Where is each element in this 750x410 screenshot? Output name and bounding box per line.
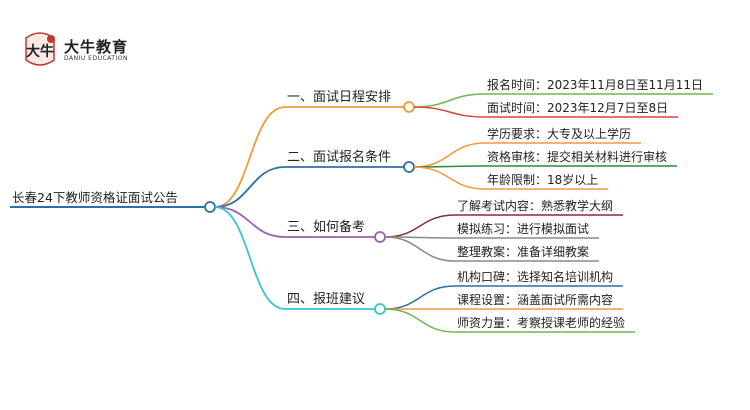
branch-connector [214,166,286,208]
leaf-label: 面试时间：2023年12月7日至8日 [487,100,668,115]
leaf-label: 整理教案：准备详细教案 [457,244,589,259]
daniu-logo-icon: 大牛 [25,32,55,66]
leaf-label: 了解考试内容：熟悉教学大纲 [457,198,613,213]
leaf-connector [413,93,486,108]
leaf-label: 机构口碑：选择知名培训机构 [457,269,613,284]
leaf-label: 学历要求：大专及以上学历 [487,126,631,141]
branch-connector [214,206,286,238]
branch-label: 三、如何备考 [287,219,365,235]
branch-node [374,231,386,243]
logo-subtitle: DANIU EDUCATION [64,55,128,62]
branch-label: 一、面试日程安排 [287,90,391,105]
branch-connector [214,106,286,208]
branch-node [374,303,386,315]
leaf-label: 资格审核：提交相关材料进行审核 [487,149,667,164]
leaf-connector [384,285,456,310]
logo-name: 大牛教育 [64,38,129,56]
leaf-connector [384,214,456,238]
branch-node [403,101,415,113]
branch-node [403,161,415,173]
leaf-label: 模拟练习：进行模拟面试 [457,221,589,236]
leaf-label: 师资力量：考察授课老师的经验 [457,315,625,330]
leaf-label: 课程设置：涵盖面试所需内容 [457,292,613,307]
branch-label: 四、报班建议 [287,292,365,307]
root-label: 长春24下教师资格证面试公告 [12,190,178,205]
leaf-connector [413,142,486,168]
branch-label: 二、面试报名条件 [287,149,391,165]
branch-connector [214,206,286,310]
leaf-connector [413,106,486,118]
leaf-connector [384,236,456,262]
leaf-connector [413,166,486,190]
leaf-label: 报名时间：2023年11月8日至11月11日 [487,77,703,92]
logo-mark: 大牛 [26,43,54,60]
root-node [204,201,216,213]
leaf-connector [384,308,456,333]
leaf-label: 年龄限制：18岁以上 [487,172,598,187]
